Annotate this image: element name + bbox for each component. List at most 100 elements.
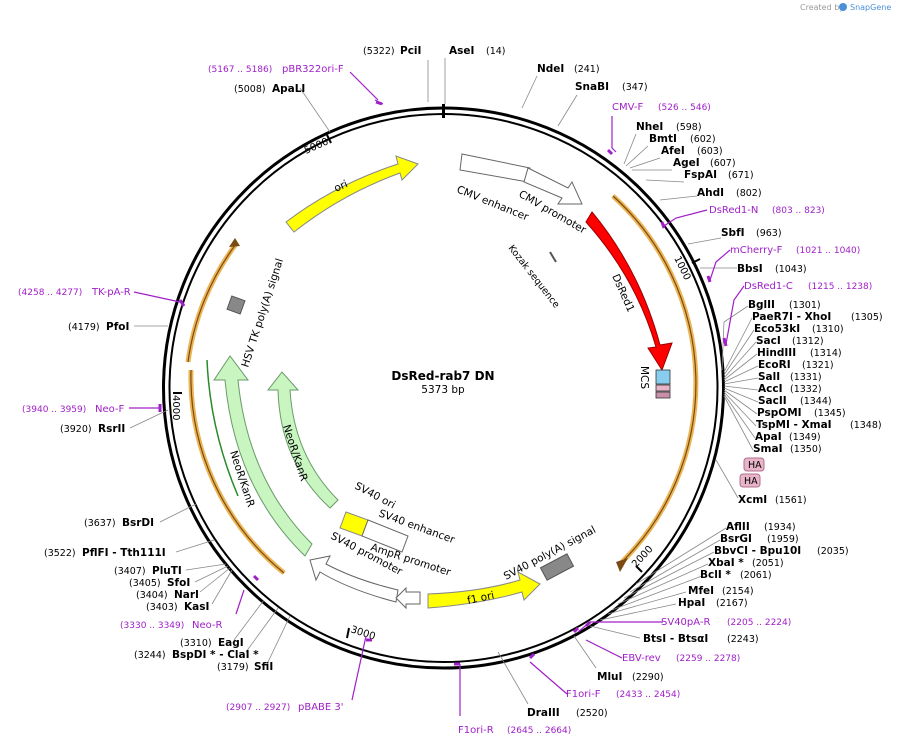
enzyme-name[interactable]: SfoI [167, 577, 190, 589]
primer-name[interactable]: DsRed1-N [709, 205, 758, 216]
enzyme-name[interactable]: SalI [758, 371, 780, 383]
primer-name[interactable]: CMV-F [612, 102, 643, 113]
enzyme-name[interactable]: AgeI [673, 157, 700, 169]
enzyme-name[interactable]: HindIII [757, 347, 796, 359]
primer-name[interactable]: DsRed1-C [744, 281, 793, 292]
primer-name[interactable]: EBV-rev [622, 653, 661, 664]
enzyme-name[interactable]: XbaI * [708, 557, 744, 569]
sv40-polya-feature[interactable] [539, 553, 575, 581]
enzyme-name[interactable]: KasI [184, 601, 209, 613]
kozak-feature[interactable] [549, 251, 557, 263]
hsv-tk-polya-feature[interactable] [226, 295, 246, 315]
primer-name[interactable]: F1ori-F [566, 689, 601, 700]
primer-name[interactable]: pBABE 3' [298, 702, 344, 713]
enzyme-name[interactable]: EagI [218, 637, 244, 649]
enzyme-name[interactable]: NdeI [537, 63, 564, 75]
primer-name[interactable]: pBR322ori-F [282, 64, 344, 75]
enzyme-name[interactable]: BtsI - BtsαI [643, 633, 708, 645]
enzyme-name[interactable]: PflFI - Tth111I [82, 547, 166, 559]
enzyme-pos: (1332) [790, 384, 822, 395]
primer-name[interactable]: SV40pA-R [661, 617, 710, 628]
enzyme-name[interactable]: BclI * [700, 569, 731, 581]
enzyme-name[interactable]: ApaLI [272, 83, 305, 95]
enzyme-name[interactable]: AhdI [697, 187, 724, 199]
enzyme-pos: (3405) [129, 578, 161, 589]
ori-label: ori [332, 178, 349, 195]
snapgene-logo-icon [839, 3, 847, 11]
ha-feature-small-2[interactable] [655, 391, 671, 399]
enzyme-pos: (598) [676, 122, 702, 133]
orange-arc-tk-line [187, 243, 237, 363]
enzyme-name[interactable]: PspOMI [757, 407, 802, 419]
primer-range: (5167 .. 5186) [208, 65, 272, 75]
enzyme-pos: (2290) [632, 672, 664, 683]
enzyme-name[interactable]: NarI [174, 589, 199, 601]
enzyme-name[interactable]: SfiI [254, 661, 273, 673]
enzyme-name[interactable]: PaeR7I - XhoI [752, 311, 831, 323]
enzyme-name[interactable]: SacI [756, 335, 781, 347]
enzyme-name[interactable]: HpaI [678, 597, 705, 609]
primer-name[interactable]: Neo-F [95, 404, 125, 415]
ampr-promoter-feature[interactable] [395, 586, 421, 610]
enzyme-name[interactable]: SacII [758, 395, 787, 407]
enzyme-name[interactable]: AflII [726, 521, 750, 533]
primer-name[interactable]: TK-pA-R [91, 287, 131, 298]
ha-badge-2[interactable] [739, 473, 761, 488]
enzyme-name[interactable]: SbfI [721, 227, 745, 239]
enzyme-pos: (1312) [792, 336, 824, 347]
enzyme-pos: (3522) [44, 548, 76, 559]
neokanr-inner-feature[interactable] [266, 371, 339, 509]
enzyme-name[interactable]: BbsI [737, 263, 763, 275]
enzyme-name[interactable]: Eco53kI [754, 323, 800, 335]
enzyme-pos: (3244) [134, 650, 166, 661]
enzyme-name[interactable]: AfeI [661, 145, 685, 157]
primer-name[interactable]: F1ori-R [458, 725, 494, 736]
ha-feature-small[interactable] [655, 384, 671, 392]
enzyme-name[interactable]: PciI [400, 45, 421, 57]
enzyme-pos: (2061) [740, 570, 772, 581]
enzyme-name[interactable]: BsrDI [122, 517, 154, 529]
enzyme-name[interactable]: RsrII [98, 423, 125, 435]
enzyme-name[interactable]: FspAI [684, 169, 717, 181]
enzyme-pos: (5322) [363, 46, 395, 57]
enzyme-name[interactable]: AccI [758, 383, 782, 395]
ha-badge-1[interactable] [743, 457, 765, 472]
enzyme-name[interactable]: NheI [636, 121, 663, 133]
hsv-tk-label: HSV TK poly(A) signal [239, 257, 286, 369]
enzyme-pos: (2035) [817, 546, 849, 557]
cmv-enhancer-feature[interactable] [459, 153, 531, 183]
enzyme-name[interactable]: MluI [597, 671, 622, 683]
enzyme-name[interactable]: XcmI [738, 494, 767, 506]
enzyme-name[interactable]: BspDI * - ClaI * [172, 649, 259, 661]
ori-feature[interactable] [285, 155, 419, 233]
enzyme-name[interactable]: BbvCI - Bpu10I [714, 545, 801, 557]
primer-range: (2205 .. 2224) [727, 618, 791, 628]
f1-ori-feature[interactable] [427, 571, 541, 609]
neokanr-outer-feature[interactable] [213, 355, 313, 557]
enzyme-name[interactable]: DraIII [527, 707, 560, 719]
cmv-promoter-feature[interactable] [523, 167, 583, 205]
enzyme-name[interactable]: AseI [449, 45, 474, 57]
enzyme-name[interactable]: MfeI [688, 585, 714, 597]
enzyme-pos: (802) [736, 188, 762, 199]
ha-badge-1-label: HA [748, 460, 762, 471]
enzyme-name[interactable]: SnaBI [575, 81, 609, 93]
enzyme-name[interactable]: PfoI [106, 321, 129, 333]
enzyme-name[interactable]: EcoRI [758, 359, 791, 371]
enzyme-name[interactable]: BglII [748, 299, 775, 311]
enzyme-name[interactable]: TspMI - XmaI [756, 419, 832, 431]
enzyme-name[interactable]: ApaI [755, 431, 782, 443]
svg-text:4000: 4000 [170, 395, 181, 420]
mcs-feature[interactable] [655, 369, 671, 385]
primer-name[interactable]: mCherry-F [730, 245, 783, 256]
sv40-promoter-feature[interactable] [309, 555, 399, 603]
enzyme-name[interactable]: BmtI [649, 133, 677, 145]
primer-name[interactable]: Neo-R [192, 620, 223, 631]
sv40-enhancer-feature[interactable] [361, 519, 409, 553]
tick-4000: 4000 [170, 392, 182, 420]
enzyme-name[interactable]: BsrGI [720, 533, 752, 545]
enzyme-name[interactable]: PluTI [152, 565, 182, 577]
enzyme-name[interactable]: SmaI [753, 443, 783, 455]
dsred1-feature[interactable] [585, 211, 673, 372]
